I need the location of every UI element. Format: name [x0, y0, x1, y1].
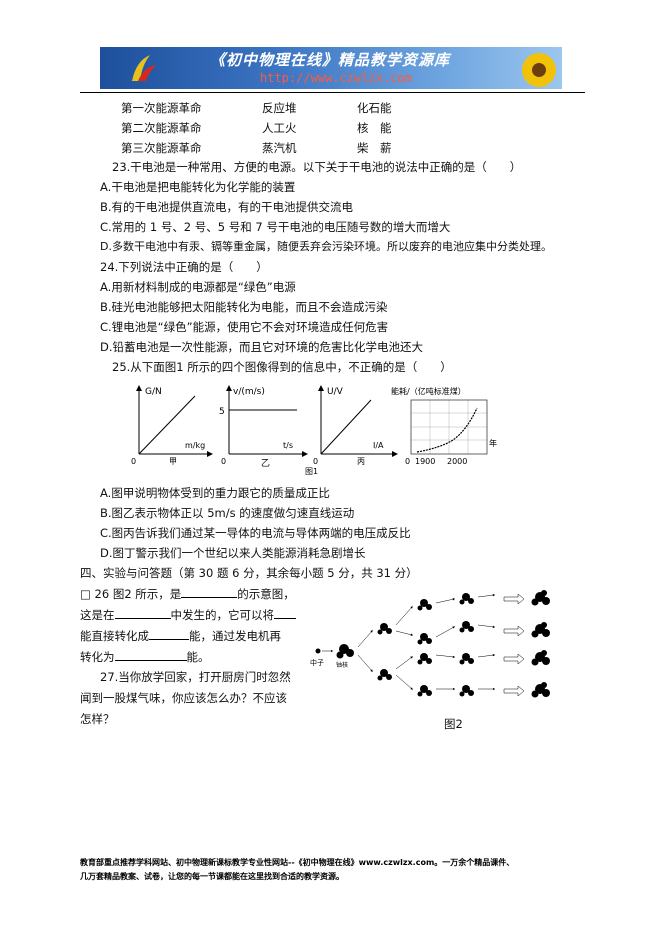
q26-text-3: 这是在 [80, 608, 115, 622]
q26-line-2: 这是在 中发生的，它可以将 [80, 606, 296, 623]
q23-option-c: C.常用的 1 号、2 号、5 号和 7 号干电池的电压随号数的增大而增大 [100, 220, 451, 234]
graph-jia-xlabel: m/kg [185, 441, 205, 450]
q26-blank-1[interactable] [181, 585, 238, 598]
nucleus-label: 铀核 [336, 661, 348, 669]
energy-row-3-energy: 柴 薪 [357, 141, 392, 155]
graph-ding-ylabel: 能耗/（亿吨标准煤） [391, 386, 466, 396]
q27-line-1: 27.当你放学回家，打开厨房门时忽然 [100, 670, 291, 684]
graph-yi-origin: 0 [221, 457, 226, 466]
q26-line-3: 能直接转化成 能，通过发电机再 [80, 627, 281, 644]
graph-ding-tick-2000: 2000 [447, 457, 467, 466]
figure-2-caption: 图2 [444, 717, 463, 731]
q25-option-d: D.图丁警示我们一个世纪以来人类能源消耗急剧增长 [100, 546, 366, 560]
q24-option-d: D.铅蓄电池是一次性能源，而且它对环境的危害比化学电池还大 [100, 340, 424, 354]
footer-line-2: 几万套精品教案、试卷，让您的每一节课都能在这里找到合适的教学资源。 [80, 872, 344, 881]
figure-1-caption: 图1 [305, 467, 318, 476]
q24-stem: 24.下列说法中正确的是（ ） [100, 260, 268, 274]
energy-row-3-tool: 蒸汽机 [262, 141, 297, 155]
q23-option-a: A.干电池是把电能转化为化学能的装置 [100, 180, 296, 194]
q26-line-4: 转化为 能。 [80, 648, 210, 665]
footer-line-1: 教育部重点推荐学科网站、初中物理新课标教学专业性网站--《初中物理在线》www.… [80, 858, 515, 867]
graph-bing-name: 丙 [357, 457, 365, 466]
graph-yi: v/(m/s) 5 t/s 0 乙 [219, 385, 308, 469]
uranium-nucleus-icon [336, 644, 354, 659]
energy-row-2-energy: 核 能 [357, 121, 392, 135]
chain-arrows [322, 593, 525, 697]
energy-row-1-energy: 化石能 [357, 101, 392, 115]
q23-option-d: D.多数干电池中有汞、镉等重金属，随便丢弃会污染环境。所以废弃的电池应集中分类处… [100, 240, 552, 253]
figure-1: G/N m/kg 0 甲 v/(m/s) 5 t/s 0 乙 U/V I/A 0… [131, 385, 497, 476]
site-logo-icon [132, 55, 156, 81]
q25-option-b: B.图乙表示物体正以 5m/s 的速度做匀速直线运动 [100, 506, 355, 520]
q27-line-3: 怎样？ [80, 712, 115, 726]
nuclei [315, 590, 550, 698]
neutron-icon [315, 648, 321, 654]
q24-option-c: C.锂电池是“绿色”能源，使用它不会对环境造成任何危害 [100, 320, 389, 334]
figure-2-chain-reaction: 中子 铀核 [310, 590, 550, 698]
energy-row-2-tool: 人工火 [262, 121, 297, 135]
graph-jia-ylabel: G/N [145, 387, 162, 397]
graph-bing-xlabel: I/A [373, 441, 384, 450]
header-banner: 《初中物理在线》精品教学资源库 http://www.czwlzx.com [100, 47, 562, 89]
graph-jia: G/N m/kg 0 甲 [131, 385, 213, 466]
graph-yi-name: 乙 [261, 458, 270, 469]
site-url[interactable]: http://www.czwlzx.com [260, 71, 412, 85]
q26-text-2: 的示意图， [237, 587, 295, 601]
site-title: 《初中物理在线》精品教学资源库 [210, 51, 451, 69]
q24-option-a: A.用新材料制成的电源都是“绿色”电源 [100, 280, 296, 294]
q26-blank-2[interactable] [114, 606, 171, 619]
graph-ding-xlabel: 年 [489, 438, 497, 448]
graph-yi-yvalue: 5 [219, 407, 225, 417]
q26-text-4: 中发生的，它可以将 [170, 608, 275, 622]
neutron-label: 中子 [310, 658, 324, 667]
graph-yi-xlabel: t/s [283, 441, 293, 450]
q26-blank-3[interactable] [274, 606, 296, 619]
graph-ding-tick-1900: 1900 [415, 457, 435, 466]
graph-bing-ylabel: U/V [327, 387, 344, 397]
q26-text-5: 能直接转化成 [80, 629, 149, 643]
q27-line-2: 闻到一股煤气味，你应该怎么办？不应该 [80, 691, 287, 705]
graph-ding: 能耗/（亿吨标准煤） 年 0 1900 2000 [391, 386, 497, 466]
q26-text-1: 26 图2 所示，是 [94, 587, 182, 601]
sunflower-icon [522, 53, 556, 87]
q26-marker: □ [80, 587, 91, 601]
q26-text-6: 能，通过发电机再 [189, 629, 281, 643]
q25-option-a: A.图甲说明物体受到的重力跟它的质量成正比 [100, 486, 330, 500]
q26-blank-4[interactable] [149, 627, 189, 640]
page-footer: 教育部重点推荐学科网站、初中物理新课标教学专业性网站--《初中物理在线》www.… [80, 856, 585, 884]
graph-bing: U/V I/A 0 丙 图1 [305, 385, 398, 476]
graph-ding-origin: 0 [405, 457, 410, 466]
q25-option-c: C.图丙告诉我们通过某一导体的电流与导体两端的电压成反比 [100, 526, 411, 540]
energy-row-1-revolution: 第一次能源革命 [121, 101, 202, 115]
energy-row-3-revolution: 第三次能源革命 [121, 141, 202, 155]
section-4-title: 四、实验与问答题（第 30 题 6 分，其余每小题 5 分，共 31 分） [80, 566, 418, 580]
energy-row-2-revolution: 第二次能源革命 [121, 121, 202, 135]
q23-stem: 23.干电池是一种常用、方便的电源。以下关于干电池的说法中正确的是（ ） [112, 160, 522, 174]
graph-bing-origin: 0 [313, 457, 318, 466]
q26-blank-5[interactable] [114, 648, 187, 661]
header-divider [80, 92, 585, 93]
q26-line-1: □ 26 图2 所示，是 的示意图， [80, 585, 295, 602]
graph-yi-ylabel: v/(m/s) [233, 387, 265, 397]
q23-option-b: B.有的干电池提供直流电，有的干电池提供交流电 [100, 200, 354, 214]
graph-jia-name: 甲 [169, 457, 177, 466]
q26-text-8: 能。 [186, 650, 210, 664]
graph-jia-origin: 0 [131, 457, 136, 466]
q26-text-7: 转化为 [80, 650, 115, 664]
q25-stem: 25.从下面图1 所示的四个图像得到的信息中，不正确的是（ ） [112, 360, 452, 374]
q24-option-b: B.硅光电池能够把太阳能转化为电能，而且不会造成污染 [100, 300, 388, 314]
energy-row-1-tool: 反应堆 [262, 101, 297, 115]
